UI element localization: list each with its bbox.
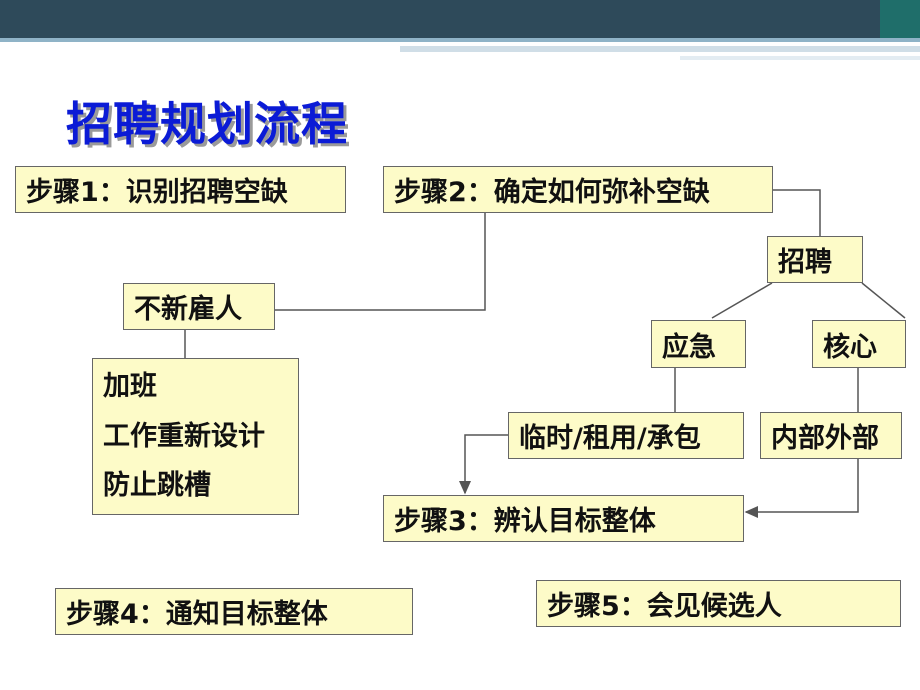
recruit-box: 招聘 [767, 236, 863, 283]
alternative-overtime: 加班 [103, 371, 157, 402]
step2-box: 步骤2：确定如何弥补空缺 [383, 166, 773, 213]
step3-box: 步骤3：辨认目标整体 [383, 495, 744, 542]
header-stripe-short [680, 56, 920, 60]
internal-external-label: 内部外部 [771, 423, 879, 454]
connector-recruit-emergency [711, 282, 773, 319]
temp-box: 临时/租用/承包 [508, 412, 744, 459]
arrow-internal-step3 [744, 459, 859, 518]
internal-external-box: 内部外部 [760, 412, 902, 459]
alternative-retention: 防止跳槽 [103, 470, 211, 502]
step1-label: 步骤1：识别招聘空缺 [26, 177, 288, 208]
step2-label: 步骤2：确定如何弥补空缺 [394, 177, 710, 208]
header-bar [0, 0, 920, 38]
emergency-label: 应急 [662, 331, 716, 363]
core-label: 核心 [823, 331, 877, 363]
step5-box: 步骤5：会见候选人 [536, 580, 901, 627]
connector-step2-recruit [773, 189, 821, 236]
emergency-box: 应急 [651, 320, 746, 368]
temp-label: 临时/租用/承包 [519, 423, 701, 454]
step4-label: 步骤4：通知目标整体 [66, 599, 328, 630]
header-stripe [400, 46, 920, 52]
no-hire-box: 不新雇人 [123, 283, 275, 330]
step3-label: 步骤3：辨认目标整体 [394, 506, 656, 537]
step1-box: 步骤1：识别招聘空缺 [15, 166, 346, 213]
no-hire-label: 不新雇人 [134, 294, 242, 325]
recruit-label: 招聘 [778, 247, 832, 278]
alternatives-box: 加班 工作重新设计 防止跳槽 [92, 358, 299, 515]
core-box: 核心 [812, 320, 906, 368]
arrow-temp-step3 [459, 434, 508, 495]
connector-step2-no-hire [275, 213, 486, 311]
page-title: 招聘规划流程 [66, 97, 348, 151]
header-accent-line [0, 38, 920, 42]
connector-recruit-core [861, 282, 906, 319]
header-accent-block [880, 0, 920, 38]
step5-label: 步骤5：会见候选人 [547, 591, 782, 622]
alternative-job-redesign: 工作重新设计 [103, 420, 265, 452]
step4-box: 步骤4：通知目标整体 [55, 588, 413, 635]
